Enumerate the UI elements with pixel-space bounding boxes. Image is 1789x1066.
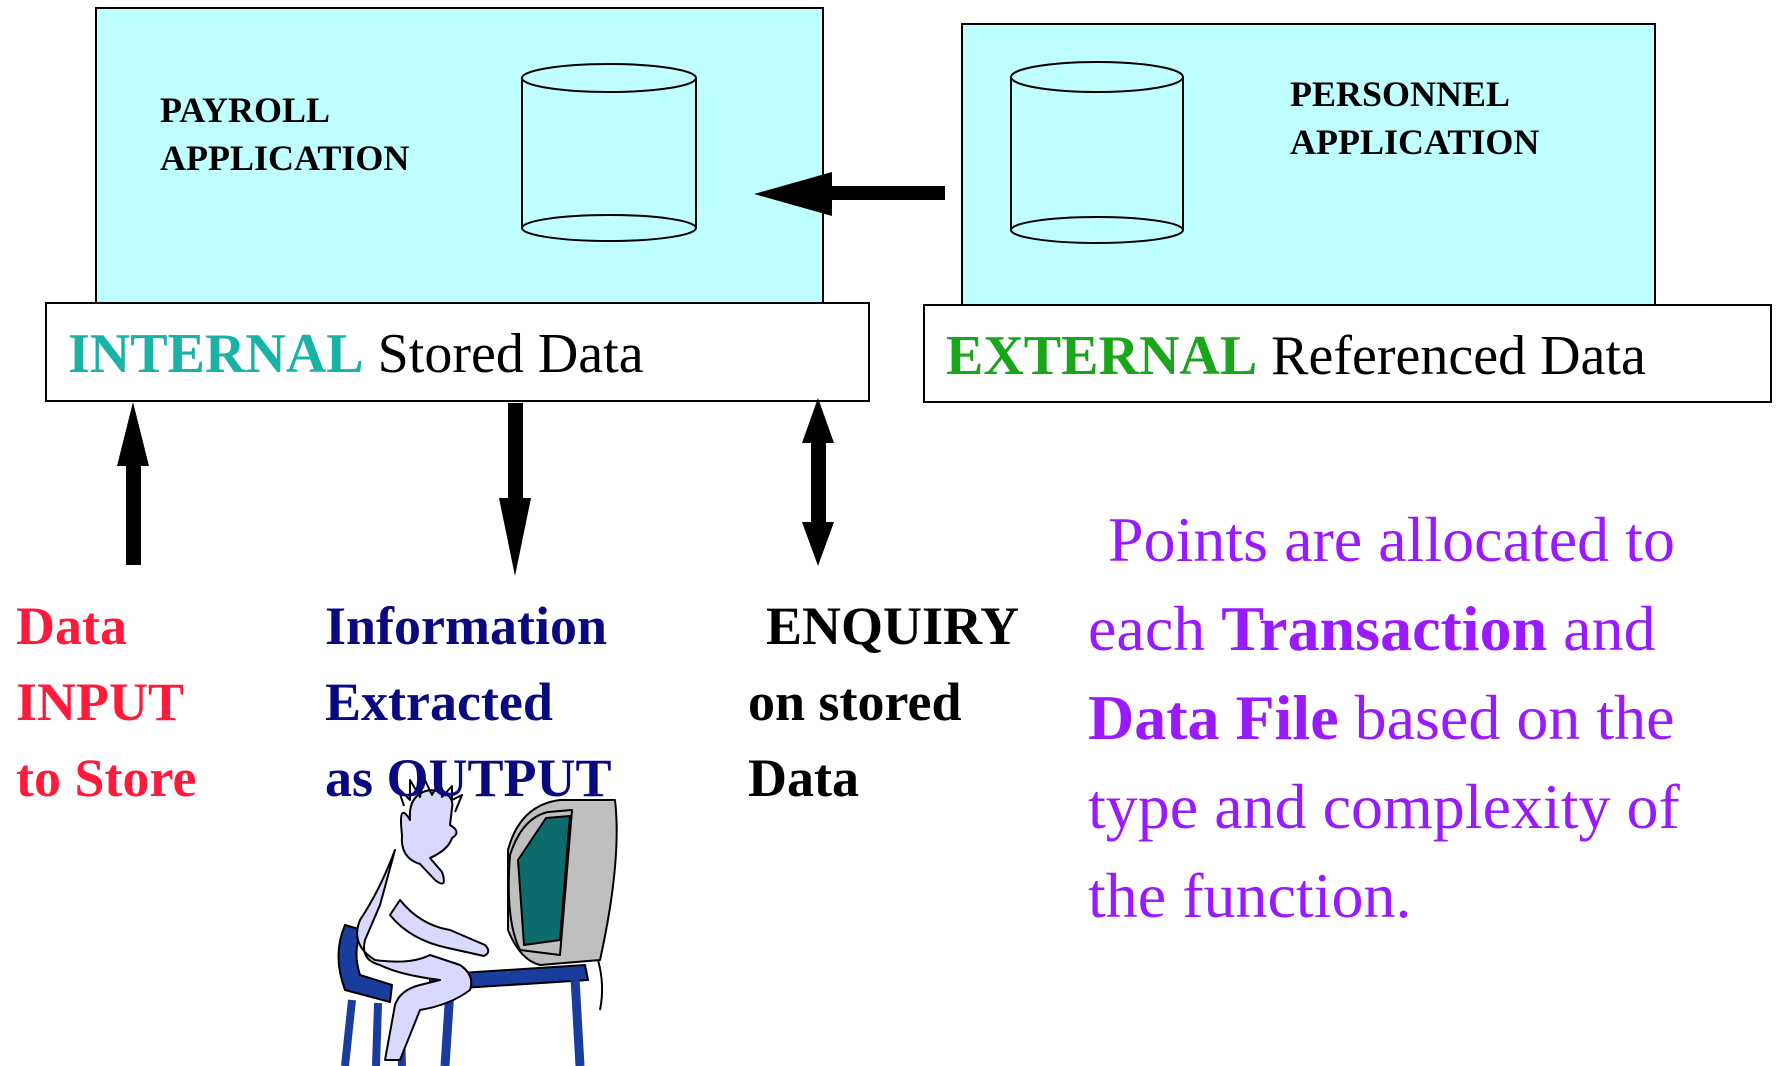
points-note-line2-a: each xyxy=(1088,593,1222,664)
points-note-line4: type and complexity of xyxy=(1088,771,1680,842)
payroll-title-line1: PAYROLL xyxy=(160,90,331,130)
personnel-database-icon xyxy=(1010,61,1184,244)
output-arrow xyxy=(499,403,531,576)
output-label-line3: as OUTPUT xyxy=(325,748,612,808)
internal-keyword: INTERNAL xyxy=(68,323,364,385)
external-rest: Referenced Data xyxy=(1271,325,1646,387)
output-label-line2: Extracted xyxy=(325,672,553,732)
points-note-line5: the function. xyxy=(1088,860,1412,931)
output-label-line1: Information xyxy=(325,596,607,656)
points-note-line2: each Transaction and xyxy=(1088,584,1680,673)
payroll-database-icon xyxy=(521,63,697,242)
points-note: Points are allocated to each Transaction… xyxy=(1088,495,1680,940)
payroll-title-line2: APPLICATION xyxy=(160,138,410,178)
enquiry-label-line3: Data xyxy=(748,748,859,808)
input-label: Data INPUT to Store xyxy=(16,588,196,816)
input-arrow xyxy=(117,402,149,565)
points-note-line3-b: based on the xyxy=(1338,682,1675,753)
personnel-title: PERSONNEL APPLICATION xyxy=(1290,76,1539,160)
transaction-term: Transaction xyxy=(1221,593,1548,664)
output-label: Information Extracted as OUTPUT xyxy=(325,588,612,816)
internal-rest: Stored Data xyxy=(377,323,644,385)
enquiry-label-line2: on stored xyxy=(748,672,962,732)
reference-arrow xyxy=(754,172,945,216)
enquiry-label-line1: ENQUIRY xyxy=(766,596,1020,656)
external-referenced-data-box xyxy=(923,304,1772,403)
enquiry-label: ENQUIRY on stored Data xyxy=(748,588,1019,816)
internal-stored-data-box xyxy=(45,302,870,402)
input-label-line2: INPUT xyxy=(16,672,185,732)
personnel-title-line1: PERSONNEL xyxy=(1290,74,1511,114)
external-keyword: EXTERNAL xyxy=(946,325,1258,387)
payroll-title: PAYROLL APPLICATION xyxy=(160,92,409,176)
personnel-title-line2: APPLICATION xyxy=(1290,122,1540,162)
enquiry-arrow xyxy=(802,398,834,566)
points-note-line1: Points are allocated to xyxy=(1108,504,1675,575)
points-note-line3: Data File based on the xyxy=(1088,673,1680,762)
person-at-computer-clipart xyxy=(337,777,618,1066)
external-label: EXTERNAL Referenced Data xyxy=(946,328,1646,384)
data-file-term: Data File xyxy=(1088,682,1339,753)
input-label-line1: Data xyxy=(16,596,127,656)
input-label-line3: to Store xyxy=(16,748,197,808)
internal-label: INTERNAL Stored Data xyxy=(68,326,644,382)
payroll-app-box xyxy=(95,7,824,309)
points-note-line2-c: and xyxy=(1547,593,1656,664)
